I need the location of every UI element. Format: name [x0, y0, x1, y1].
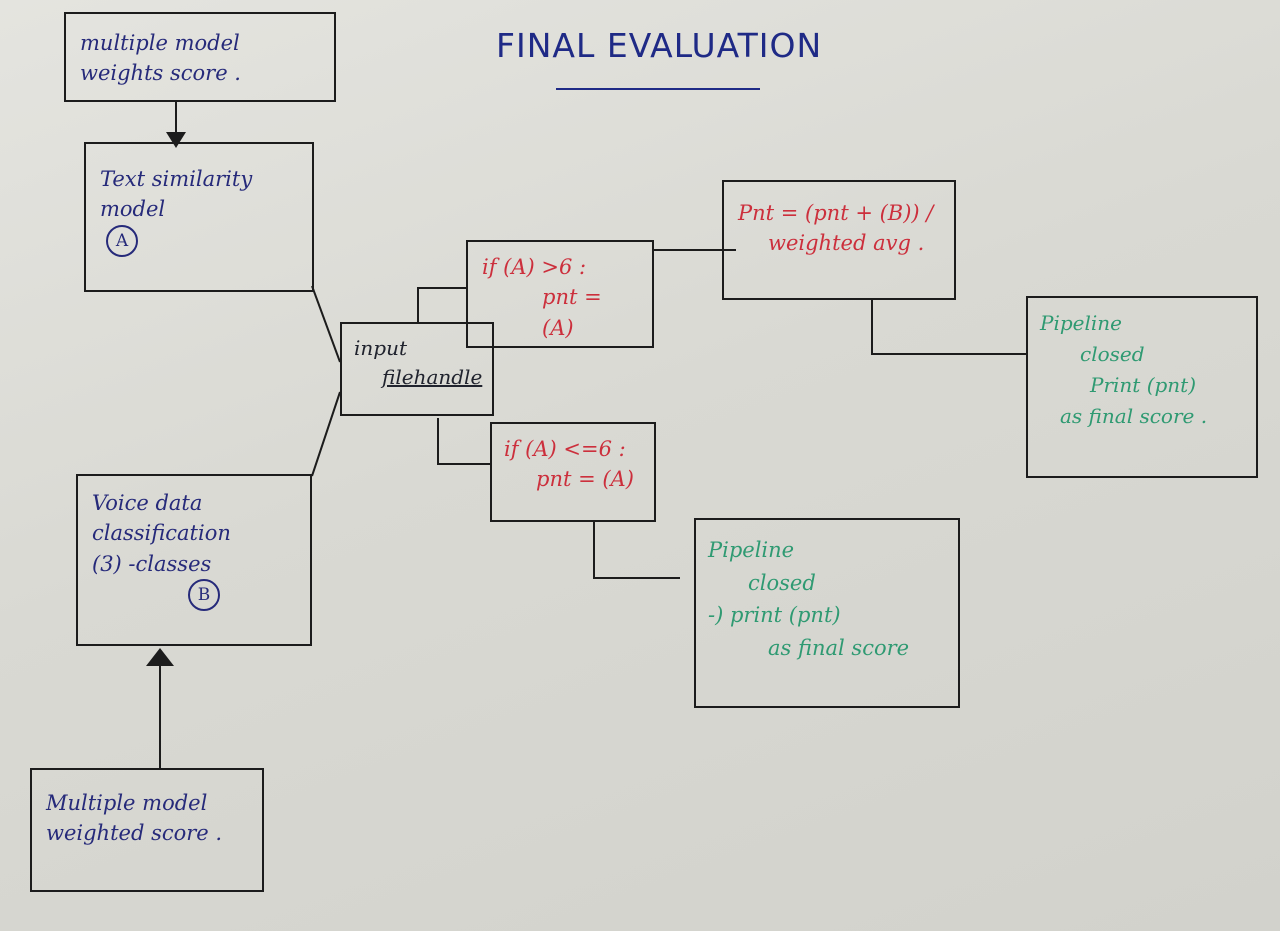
line-voice-to-input — [311, 391, 341, 477]
box-input-filehandle: input filehandle — [340, 322, 494, 416]
line-input-to-le — [437, 418, 490, 465]
box-cond-greater: if (A) >6 : pnt = (A) — [466, 240, 654, 348]
line-input-to-gt — [417, 287, 466, 322]
badge-b: B — [188, 579, 220, 612]
line-text-to-input — [311, 285, 341, 363]
arrow-head-up — [146, 648, 174, 666]
box-top-weights: multiple model weights score . — [64, 12, 336, 102]
page-title: FINAL EVALUATION — [496, 26, 823, 65]
arrow-head-down — [166, 132, 186, 148]
badge-a: A — [106, 224, 138, 257]
box-cond-lesseq: if (A) <=6 : pnt = (A) — [490, 422, 656, 522]
box-pipeline-right: Pipeline closed Print (pnt) as final sco… — [1026, 296, 1258, 478]
title-underline — [556, 88, 760, 90]
box-pipeline-center: Pipeline closed -) print (pnt) as final … — [694, 518, 960, 708]
line-le-to-pipeline — [593, 522, 680, 579]
box-bottom-weights: Multiple model weighted score . — [30, 768, 264, 892]
line-formula-to-pipeline — [871, 300, 1026, 355]
box-voice-model: Voice data classification (3) -classes B — [76, 474, 312, 646]
box-formula: Pnt = (pnt + (B)) / weighted avg . — [722, 180, 956, 300]
